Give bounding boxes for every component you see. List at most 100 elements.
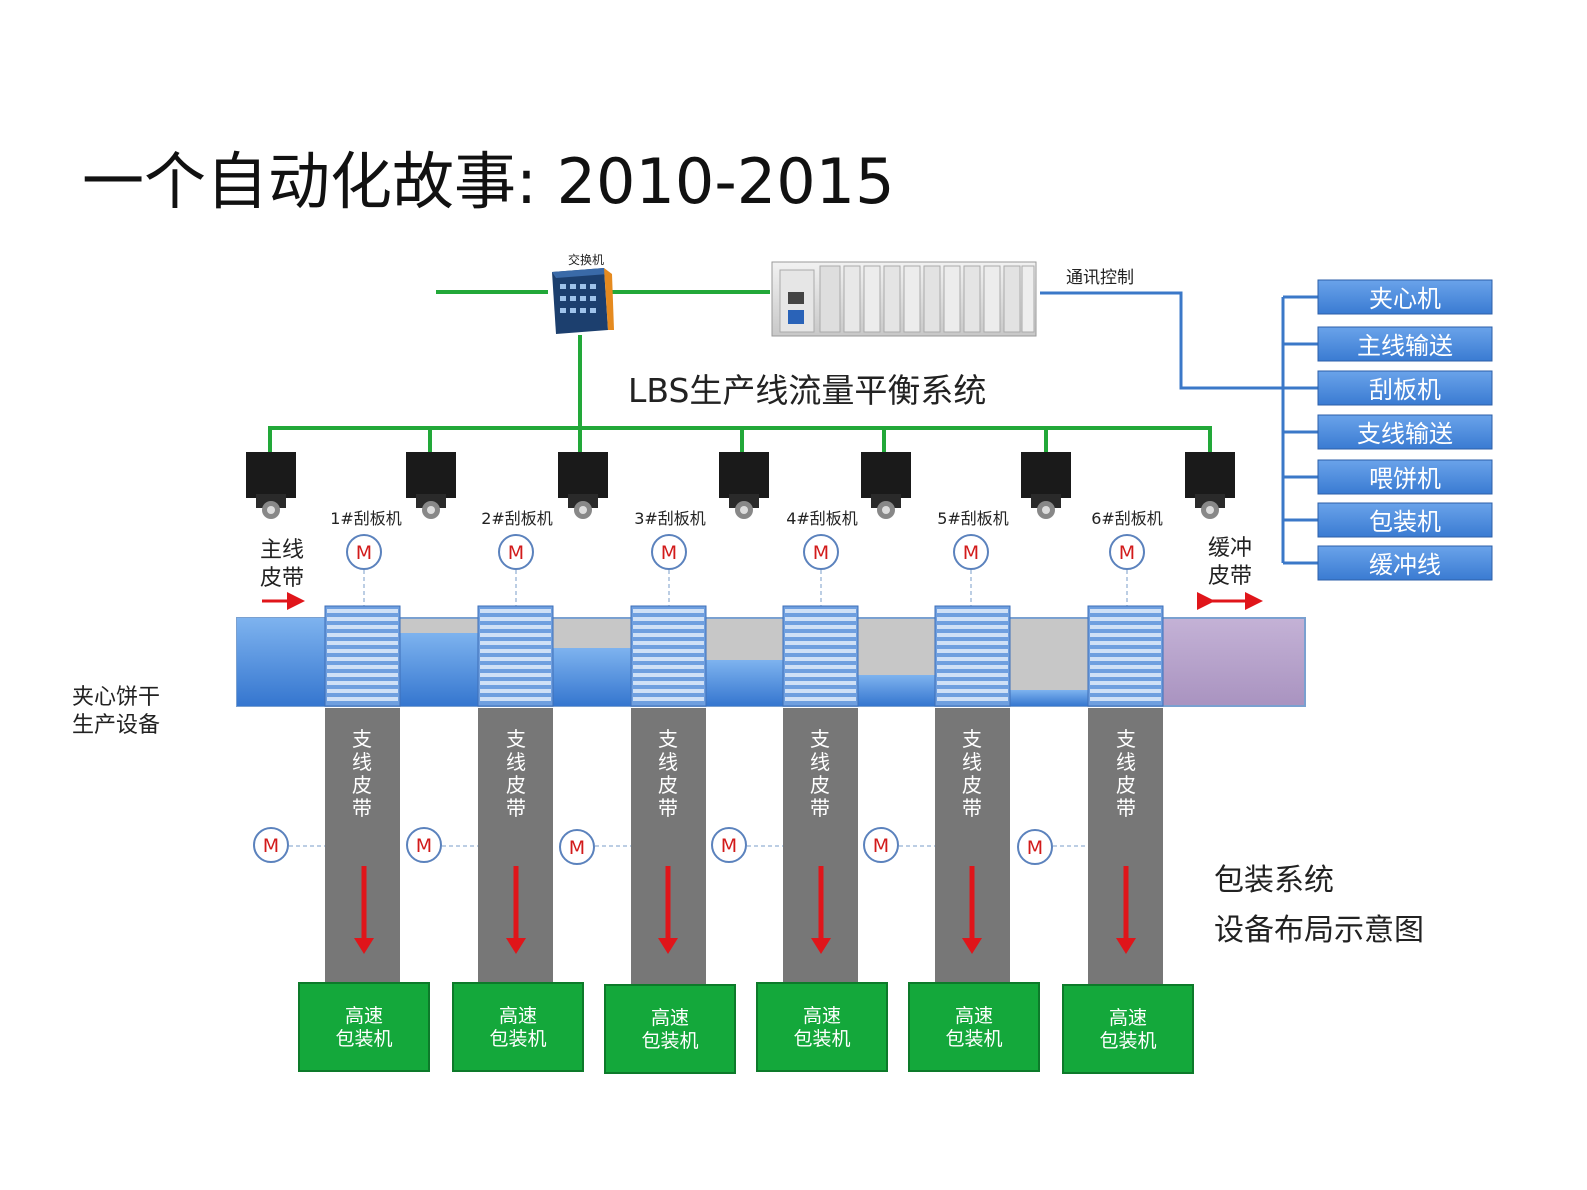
main-belt-label: 主线 xyxy=(260,538,304,563)
svg-text:高速: 高速 xyxy=(345,1005,383,1027)
svg-text:包装机: 包装机 xyxy=(945,1028,1002,1050)
motor-icon: M xyxy=(406,827,442,863)
svg-text:支: 支 xyxy=(658,727,678,751)
control-item: 刮板机 xyxy=(1317,370,1493,406)
flow-arrows xyxy=(361,866,1129,942)
control-item: 支线输送 xyxy=(1317,414,1493,450)
motor-icon: M xyxy=(711,827,747,863)
motor-icon: M xyxy=(559,829,595,865)
svg-text:带: 带 xyxy=(506,796,526,820)
svg-text:M: M xyxy=(873,835,889,857)
motor-icon: M xyxy=(1109,534,1145,570)
camera-icon xyxy=(406,452,456,519)
scraper-block xyxy=(477,605,554,707)
camera-icon xyxy=(719,452,769,519)
svg-text:M: M xyxy=(661,542,677,564)
motor-icon: M xyxy=(346,534,382,570)
svg-text:M: M xyxy=(263,835,279,857)
svg-text:线: 线 xyxy=(1116,750,1136,774)
scraper-block xyxy=(1087,605,1164,707)
slide-title: 一个自动化故事: 2010-2015 xyxy=(82,145,895,218)
scraper-block xyxy=(934,605,1011,707)
scraper-block xyxy=(630,605,707,707)
svg-text:皮: 皮 xyxy=(1116,773,1136,797)
scraper-label: 1#刮板机 xyxy=(330,509,402,528)
scraper-label: 3#刮板机 xyxy=(634,509,706,528)
svg-text:高速: 高速 xyxy=(803,1005,841,1027)
svg-text:喂饼机: 喂饼机 xyxy=(1369,465,1441,493)
svg-text:带: 带 xyxy=(658,796,678,820)
svg-text:包装机: 包装机 xyxy=(489,1028,546,1050)
svg-text:皮: 皮 xyxy=(352,773,372,797)
sandwich-equipment-label: 生产设备 xyxy=(72,713,160,738)
scraper-motors: M M M M M M xyxy=(346,534,1145,606)
camera-icon xyxy=(246,452,296,519)
svg-text:带: 带 xyxy=(352,796,372,820)
motor-icon: M xyxy=(498,534,534,570)
svg-text:支: 支 xyxy=(1116,727,1136,751)
svg-text:M: M xyxy=(1027,837,1043,859)
svg-text:线: 线 xyxy=(352,750,372,774)
control-lines xyxy=(1040,291,1318,565)
network-lines xyxy=(268,290,1212,452)
svg-text:带: 带 xyxy=(810,796,830,820)
buffer-belt-label: 缓冲 xyxy=(1208,536,1252,561)
sandwich-equipment-label: 夹心饼干 xyxy=(72,685,160,710)
svg-text:夹心机: 夹心机 xyxy=(1369,285,1441,313)
control-item: 包装机 xyxy=(1317,502,1493,538)
scraper-labels: 1#刮板机 2#刮板机 3#刮板机 4#刮板机 5#刮板机 6#刮板机 xyxy=(330,509,1163,528)
buffer-belt-label: 皮带 xyxy=(1208,564,1252,589)
svg-text:M: M xyxy=(963,542,979,564)
svg-text:支: 支 xyxy=(506,727,526,751)
svg-text:支: 支 xyxy=(352,727,372,751)
svg-text:包装机: 包装机 xyxy=(793,1028,850,1050)
camera-icon xyxy=(1021,452,1071,519)
svg-text:皮: 皮 xyxy=(506,773,526,797)
svg-text:M: M xyxy=(416,835,432,857)
plc-rack-icon xyxy=(771,261,1037,337)
branch-motors: M M M M M M xyxy=(253,827,1088,865)
svg-text:M: M xyxy=(721,835,737,857)
camera-icon xyxy=(861,452,911,519)
camera-icons xyxy=(246,452,1235,519)
motor-icon: M xyxy=(651,534,687,570)
svg-text:支: 支 xyxy=(962,727,982,751)
motor-icon: M xyxy=(803,534,839,570)
switch-label: 交换机 xyxy=(568,252,604,267)
camera-icon xyxy=(558,452,608,519)
svg-text:M: M xyxy=(813,542,829,564)
main-belt-label: 皮带 xyxy=(260,566,304,591)
svg-text:线: 线 xyxy=(658,750,678,774)
svg-text:高速: 高速 xyxy=(499,1005,537,1027)
svg-text:高速: 高速 xyxy=(1109,1007,1147,1029)
motor-icon: M xyxy=(1017,829,1053,865)
svg-text:皮: 皮 xyxy=(962,773,982,797)
svg-text:线: 线 xyxy=(506,750,526,774)
svg-text:线: 线 xyxy=(810,750,830,774)
svg-text:皮: 皮 xyxy=(810,773,830,797)
scraper-label: 6#刮板机 xyxy=(1091,509,1163,528)
scraper-label: 2#刮板机 xyxy=(481,509,553,528)
control-item: 主线输送 xyxy=(1317,326,1493,362)
control-item: 喂饼机 xyxy=(1317,459,1493,495)
packaging-caption: 包装系统 xyxy=(1214,863,1334,898)
comm-control-label: 通讯控制 xyxy=(1066,268,1134,288)
svg-text:主线输送: 主线输送 xyxy=(1357,332,1453,360)
svg-text:刮板机: 刮板机 xyxy=(1369,376,1441,404)
motor-icon: M xyxy=(863,827,899,863)
svg-text:M: M xyxy=(508,542,524,564)
control-item: 缓冲线 xyxy=(1317,545,1493,581)
svg-text:高速: 高速 xyxy=(955,1005,993,1027)
motor-icon: M xyxy=(253,827,289,863)
svg-text:缓冲线: 缓冲线 xyxy=(1369,551,1441,579)
svg-text:高速: 高速 xyxy=(651,1007,689,1029)
camera-icon xyxy=(1185,452,1235,519)
scraper-label: 4#刮板机 xyxy=(786,509,858,528)
system-title: LBS生产线流量平衡系统 xyxy=(628,371,986,410)
scraper-block xyxy=(324,605,401,707)
